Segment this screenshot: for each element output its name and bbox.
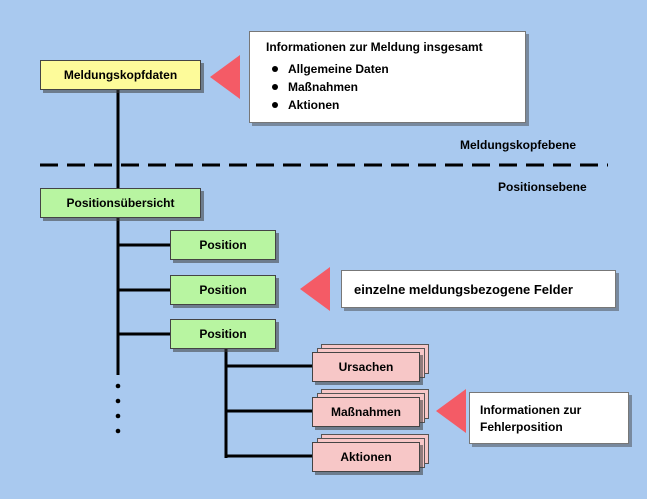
position-box: Position [170,230,276,260]
bullet-item: Aktionen [266,96,525,114]
positionsuebersicht-box: Positionsübersicht [40,188,201,218]
meldungskopfdaten-label: Meldungskopfdaten [63,68,178,82]
bullet-text: Aktionen [288,98,340,112]
ellipsis-dot [115,383,121,389]
pointer-triangle [210,55,240,99]
aktionen-box: Aktionen [312,442,420,472]
positionsuebersicht-label: Positionsübersicht [66,196,175,210]
bullet-icon [272,66,278,72]
header-info-box: Informationen zur Meldung insgesamt Allg… [249,31,526,123]
ursachen-box: Ursachen [312,352,420,382]
bullet-item: Maßnahmen [266,78,525,96]
bullet-icon [272,102,278,108]
fields-info-box: einzelne meldungsbezogene Felder [341,270,616,308]
error-info-box: Informationen zur Fehlerposition [469,392,629,444]
pointer-triangle [300,267,330,311]
error-info-line2: Fehlerposition [480,420,563,434]
header-info-bullets: Allgemeine Daten Maßnahmen Aktionen [266,60,525,114]
meldungskopfdaten-box: Meldungskopfdaten [40,60,201,90]
pointer-triangle [436,389,466,433]
level-label-header: Meldungskopfebene [460,138,577,152]
massnahmen-box: Maßnahmen [312,397,420,427]
position-box: Position [170,319,276,349]
position-label: Position [199,238,247,252]
error-info-line1: Informationen zur [480,403,582,417]
position-label: Position [199,327,247,341]
bullet-item: Allgemeine Daten [266,60,525,78]
level-label-position: Positionsebene [498,180,587,194]
fields-info-label: einzelne meldungsbezogene Felder [354,281,573,297]
ellipsis-dot [115,428,121,434]
ellipsis-dot [115,413,121,419]
bullet-text: Maßnahmen [288,80,359,94]
position-box: Position [170,275,276,305]
aktionen-label: Aktionen [340,450,392,464]
massnahmen-label: Maßnahmen [330,405,401,419]
bullet-icon [272,84,278,90]
ursachen-label: Ursachen [338,360,394,374]
bullet-text: Allgemeine Daten [288,62,389,76]
position-label: Position [199,283,247,297]
header-info-title: Informationen zur Meldung insgesamt [266,40,483,54]
ellipsis-dot [115,398,121,404]
